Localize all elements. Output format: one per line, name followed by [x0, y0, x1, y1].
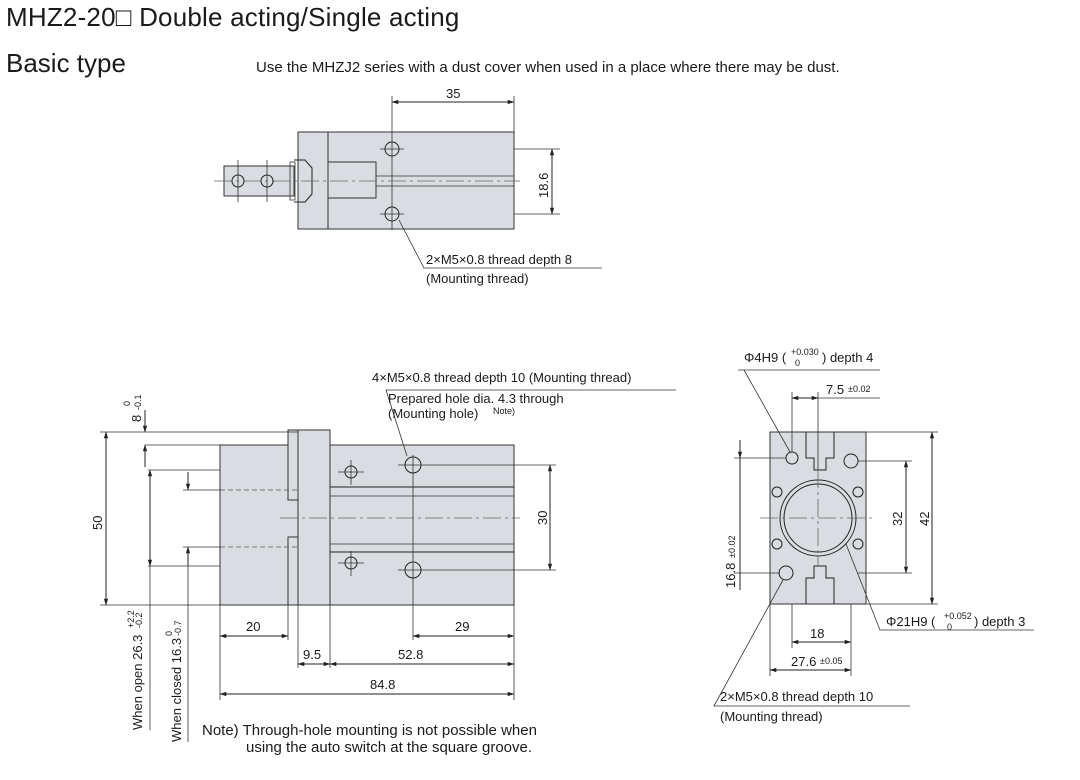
end-dim-32: 32: [890, 512, 905, 526]
footnote-line1: Note) Through-hole mounting is not possi…: [202, 722, 537, 739]
side-dim-29: 29: [455, 619, 469, 634]
end-dim-27-6-tol: ±0.05: [820, 656, 842, 666]
top-view-jaw-block: [297, 131, 329, 230]
side-dim-8-lower: -0.1: [133, 394, 143, 410]
side-callout-hole-type: (Mounting hole): [388, 406, 478, 421]
side-dim-30: 30: [535, 511, 550, 525]
end-bore-label: Φ21H9 (: [886, 614, 936, 629]
top-view: 35 18.6 2×M5×0.8 thread depth 8 (Mountin…: [214, 86, 602, 286]
page-subtitle: Basic type: [6, 48, 126, 78]
side-callout-hole: Prepared hole dia. 4.3 through: [388, 391, 564, 406]
top-callout-thread: 2×M5×0.8 thread depth 8: [426, 252, 572, 267]
end-small-hole: [771, 486, 783, 498]
top-view-body: [327, 131, 515, 230]
top-callout-mounting: (Mounting thread): [426, 271, 529, 286]
end-bore-tol-lower: 0: [947, 622, 952, 632]
end-dim-18: 18: [810, 626, 824, 641]
side-closed-label: When closed 16.3: [169, 638, 184, 742]
end-pin-hole-label: Φ4H9 (: [744, 350, 787, 365]
side-dim-8: 8: [129, 415, 144, 422]
end-small-hole: [852, 486, 864, 498]
end-view: Φ4H9 ( +0.030 0 ) depth 4 7.5 ±0.02 16.8…: [713, 347, 1034, 724]
end-dim-42: 42: [917, 512, 932, 526]
side-dim-8-upper: 0: [122, 401, 132, 406]
end-small-hole: [852, 538, 864, 550]
side-callout-note-ref: Note): [493, 406, 515, 416]
side-view: 4×M5×0.8 thread depth 10 (Mounting threa…: [90, 370, 676, 742]
side-dim-9-5: 9.5: [303, 647, 321, 662]
side-open-tol-upper: +2.2: [126, 610, 136, 628]
end-dim-16-8-tol: ±0.02: [727, 536, 737, 558]
side-view-flange: [297, 429, 331, 606]
side-closed-tol-upper: 0: [164, 631, 174, 636]
side-open-tol-lower: -0.2: [134, 612, 144, 628]
top-dim-length: 35: [446, 86, 460, 101]
page-title: MHZ2-20□ Double acting/Single acting: [6, 2, 460, 32]
dust-cover-note: Use the MHZJ2 series with a dust cover w…: [256, 59, 840, 76]
end-pin-hole-depth: ) depth 4: [822, 350, 873, 365]
end-small-hole: [771, 538, 783, 550]
end-callout-mounting: (Mounting thread): [720, 709, 823, 724]
footnote-line2: using the auto switch at the square groo…: [246, 739, 532, 756]
end-bore-depth: ) depth 3: [974, 614, 1025, 629]
end-pin-hole-tol-lower: 0: [795, 358, 800, 368]
end-dim-27-6: 27.6: [791, 654, 816, 669]
side-dim-20: 20: [246, 619, 260, 634]
side-view-body: [329, 444, 515, 606]
side-dim-50: 50: [90, 516, 105, 530]
side-closed-tol-lower: -0.7: [173, 620, 183, 636]
end-bore-tol-upper: +0.052: [944, 611, 972, 621]
top-dim-height: 18.6: [536, 173, 551, 198]
side-dim-52-8: 52.8: [398, 647, 423, 662]
side-callout-thread: 4×M5×0.8 thread depth 10 (Mounting threa…: [372, 370, 631, 385]
end-callout-thread: 2×M5×0.8 thread depth 10: [720, 689, 873, 704]
side-view-fingers: [219, 444, 299, 606]
end-pin-hole-tol-upper: +0.030: [791, 347, 819, 357]
top-view-slot: [327, 161, 377, 199]
end-dim-16-8: 16.8: [723, 563, 738, 588]
side-open-label: When open 26.3: [130, 635, 145, 730]
end-dim-7-5: 7.5: [826, 382, 844, 397]
end-dim-7-5-tol: ±0.02: [848, 384, 870, 394]
side-dim-84-8: 84.8: [370, 677, 395, 692]
